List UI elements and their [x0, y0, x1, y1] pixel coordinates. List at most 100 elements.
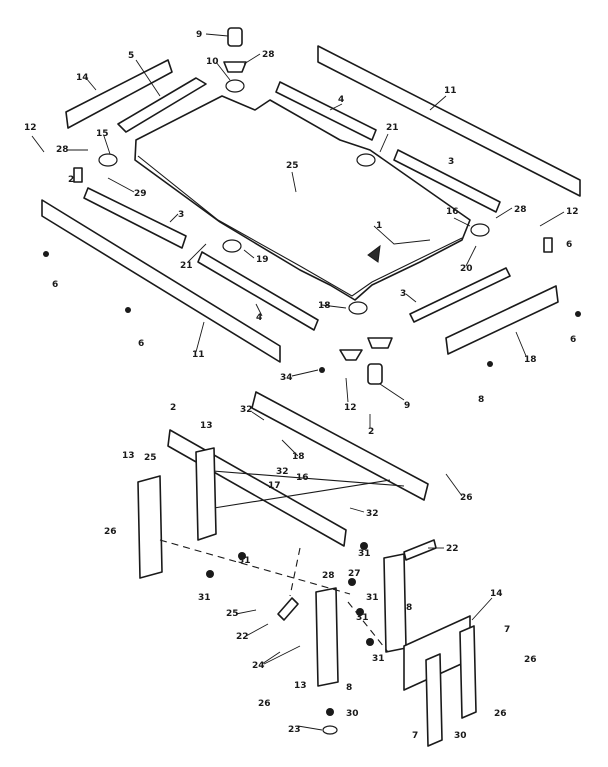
callout: 31: [366, 593, 379, 603]
cross-brace: [199, 469, 405, 509]
callout: 32: [366, 509, 379, 519]
callout: 31: [238, 556, 251, 566]
frame-rail-2-left: [167, 429, 347, 547]
bolt-34: [319, 367, 325, 373]
callout: 8: [406, 603, 412, 613]
callout: 13: [200, 421, 213, 431]
callout: 31: [358, 549, 371, 559]
bracket-6-right: [543, 237, 553, 253]
callout: 13: [122, 451, 135, 461]
callout: 3: [448, 157, 454, 167]
bracket-2-left: [73, 167, 83, 183]
pocket-liner-9-bottom: [367, 363, 383, 385]
leveler-foot-23: [322, 725, 338, 735]
brace-22-right: [403, 539, 437, 561]
pocket-19: [222, 239, 242, 253]
callout: 27: [348, 569, 361, 579]
pocket-shell-20: [339, 349, 363, 361]
callout: 28: [56, 145, 69, 155]
nut-31-b: [238, 552, 246, 560]
leg-13-bottom: [315, 587, 339, 687]
foot-7-left: [425, 653, 443, 747]
pocket-16-right: [470, 223, 490, 237]
leader-lines: [31, 33, 565, 731]
callout: 6: [138, 339, 144, 349]
callout: 16: [446, 207, 459, 217]
callout: 2: [68, 175, 74, 185]
callout-labels: 9 28 10 11 14 5 4 12 15 21 28 29 2 25 3 …: [24, 30, 579, 741]
callout: 19: [256, 255, 269, 265]
callout: 12: [24, 123, 37, 133]
apron-board-10-right: [445, 285, 559, 355]
cushion-rail-3-left: [83, 187, 187, 249]
callout: 7: [504, 625, 510, 635]
callout: 29: [134, 189, 147, 199]
cushion-rail-5: [117, 77, 207, 133]
callout: 18: [524, 355, 537, 365]
foot-7-right: [459, 625, 477, 719]
callout: 21: [386, 123, 399, 133]
callout: 30: [454, 731, 467, 741]
nut-30: [326, 708, 334, 716]
callout: 6: [52, 280, 58, 290]
callout: 26: [258, 699, 271, 709]
callout: 28: [262, 50, 275, 60]
callout: 6: [566, 240, 572, 250]
callout: 28: [322, 571, 335, 581]
pocket-10: [225, 79, 245, 93]
callout: 20: [460, 264, 473, 274]
callout: 32: [276, 467, 289, 477]
apron-board-14-left: [65, 59, 173, 129]
frame-rail-2-right: [251, 391, 429, 501]
callout: 21: [180, 261, 193, 271]
callout: 18: [292, 452, 305, 462]
callout: 6: [570, 335, 576, 345]
callout: 3: [400, 289, 406, 299]
callout: 17: [268, 481, 281, 491]
callout: 8: [478, 395, 484, 405]
table-bed-edge: [137, 155, 463, 297]
nut-31-e: [366, 638, 374, 646]
assembly-guide-2: [347, 601, 389, 653]
callout: 24: [252, 661, 265, 671]
callout: 25: [144, 453, 157, 463]
callout: 26: [460, 493, 473, 503]
callout: 34: [280, 373, 293, 383]
brace-22-left: [277, 597, 299, 621]
callout: 3: [178, 210, 184, 220]
apron-board-11-top: [317, 45, 581, 197]
leg-right: [383, 553, 407, 653]
callout: 26: [104, 527, 117, 537]
callout: 4: [256, 313, 262, 323]
callout: 7: [412, 731, 418, 741]
bed-marking: [367, 244, 381, 263]
leg-13-left: [137, 475, 163, 579]
nut-31-d: [356, 608, 364, 616]
table-bed: [134, 95, 471, 301]
callout: 11: [192, 350, 205, 360]
cushion-rail-4-bottom: [197, 251, 319, 331]
callout: 32: [240, 405, 253, 415]
pocket-18: [348, 301, 368, 315]
callout: 31: [356, 613, 369, 623]
pocket-15-left: [98, 153, 118, 167]
callout: 31: [372, 654, 385, 664]
bolt-8: [487, 361, 493, 367]
callout: 15: [96, 129, 109, 139]
callout: 4: [338, 95, 344, 105]
callout: 2: [368, 427, 374, 437]
callout: 16: [296, 473, 309, 483]
apron-board-11-left: [41, 199, 281, 363]
callout: 12: [344, 403, 357, 413]
callout: 2: [170, 403, 176, 413]
pocket-shell-28-top: [223, 61, 247, 73]
callout: 9: [196, 30, 202, 40]
nut-31-a: [206, 570, 214, 578]
cushion-rail-3-right: [393, 149, 501, 213]
callout: 1: [376, 221, 382, 231]
cushion-rail-4-top: [275, 81, 377, 141]
callout: 12: [566, 207, 579, 217]
callout: 30: [346, 709, 359, 719]
callout: 25: [286, 161, 299, 171]
bolt-6-right: [575, 311, 581, 317]
